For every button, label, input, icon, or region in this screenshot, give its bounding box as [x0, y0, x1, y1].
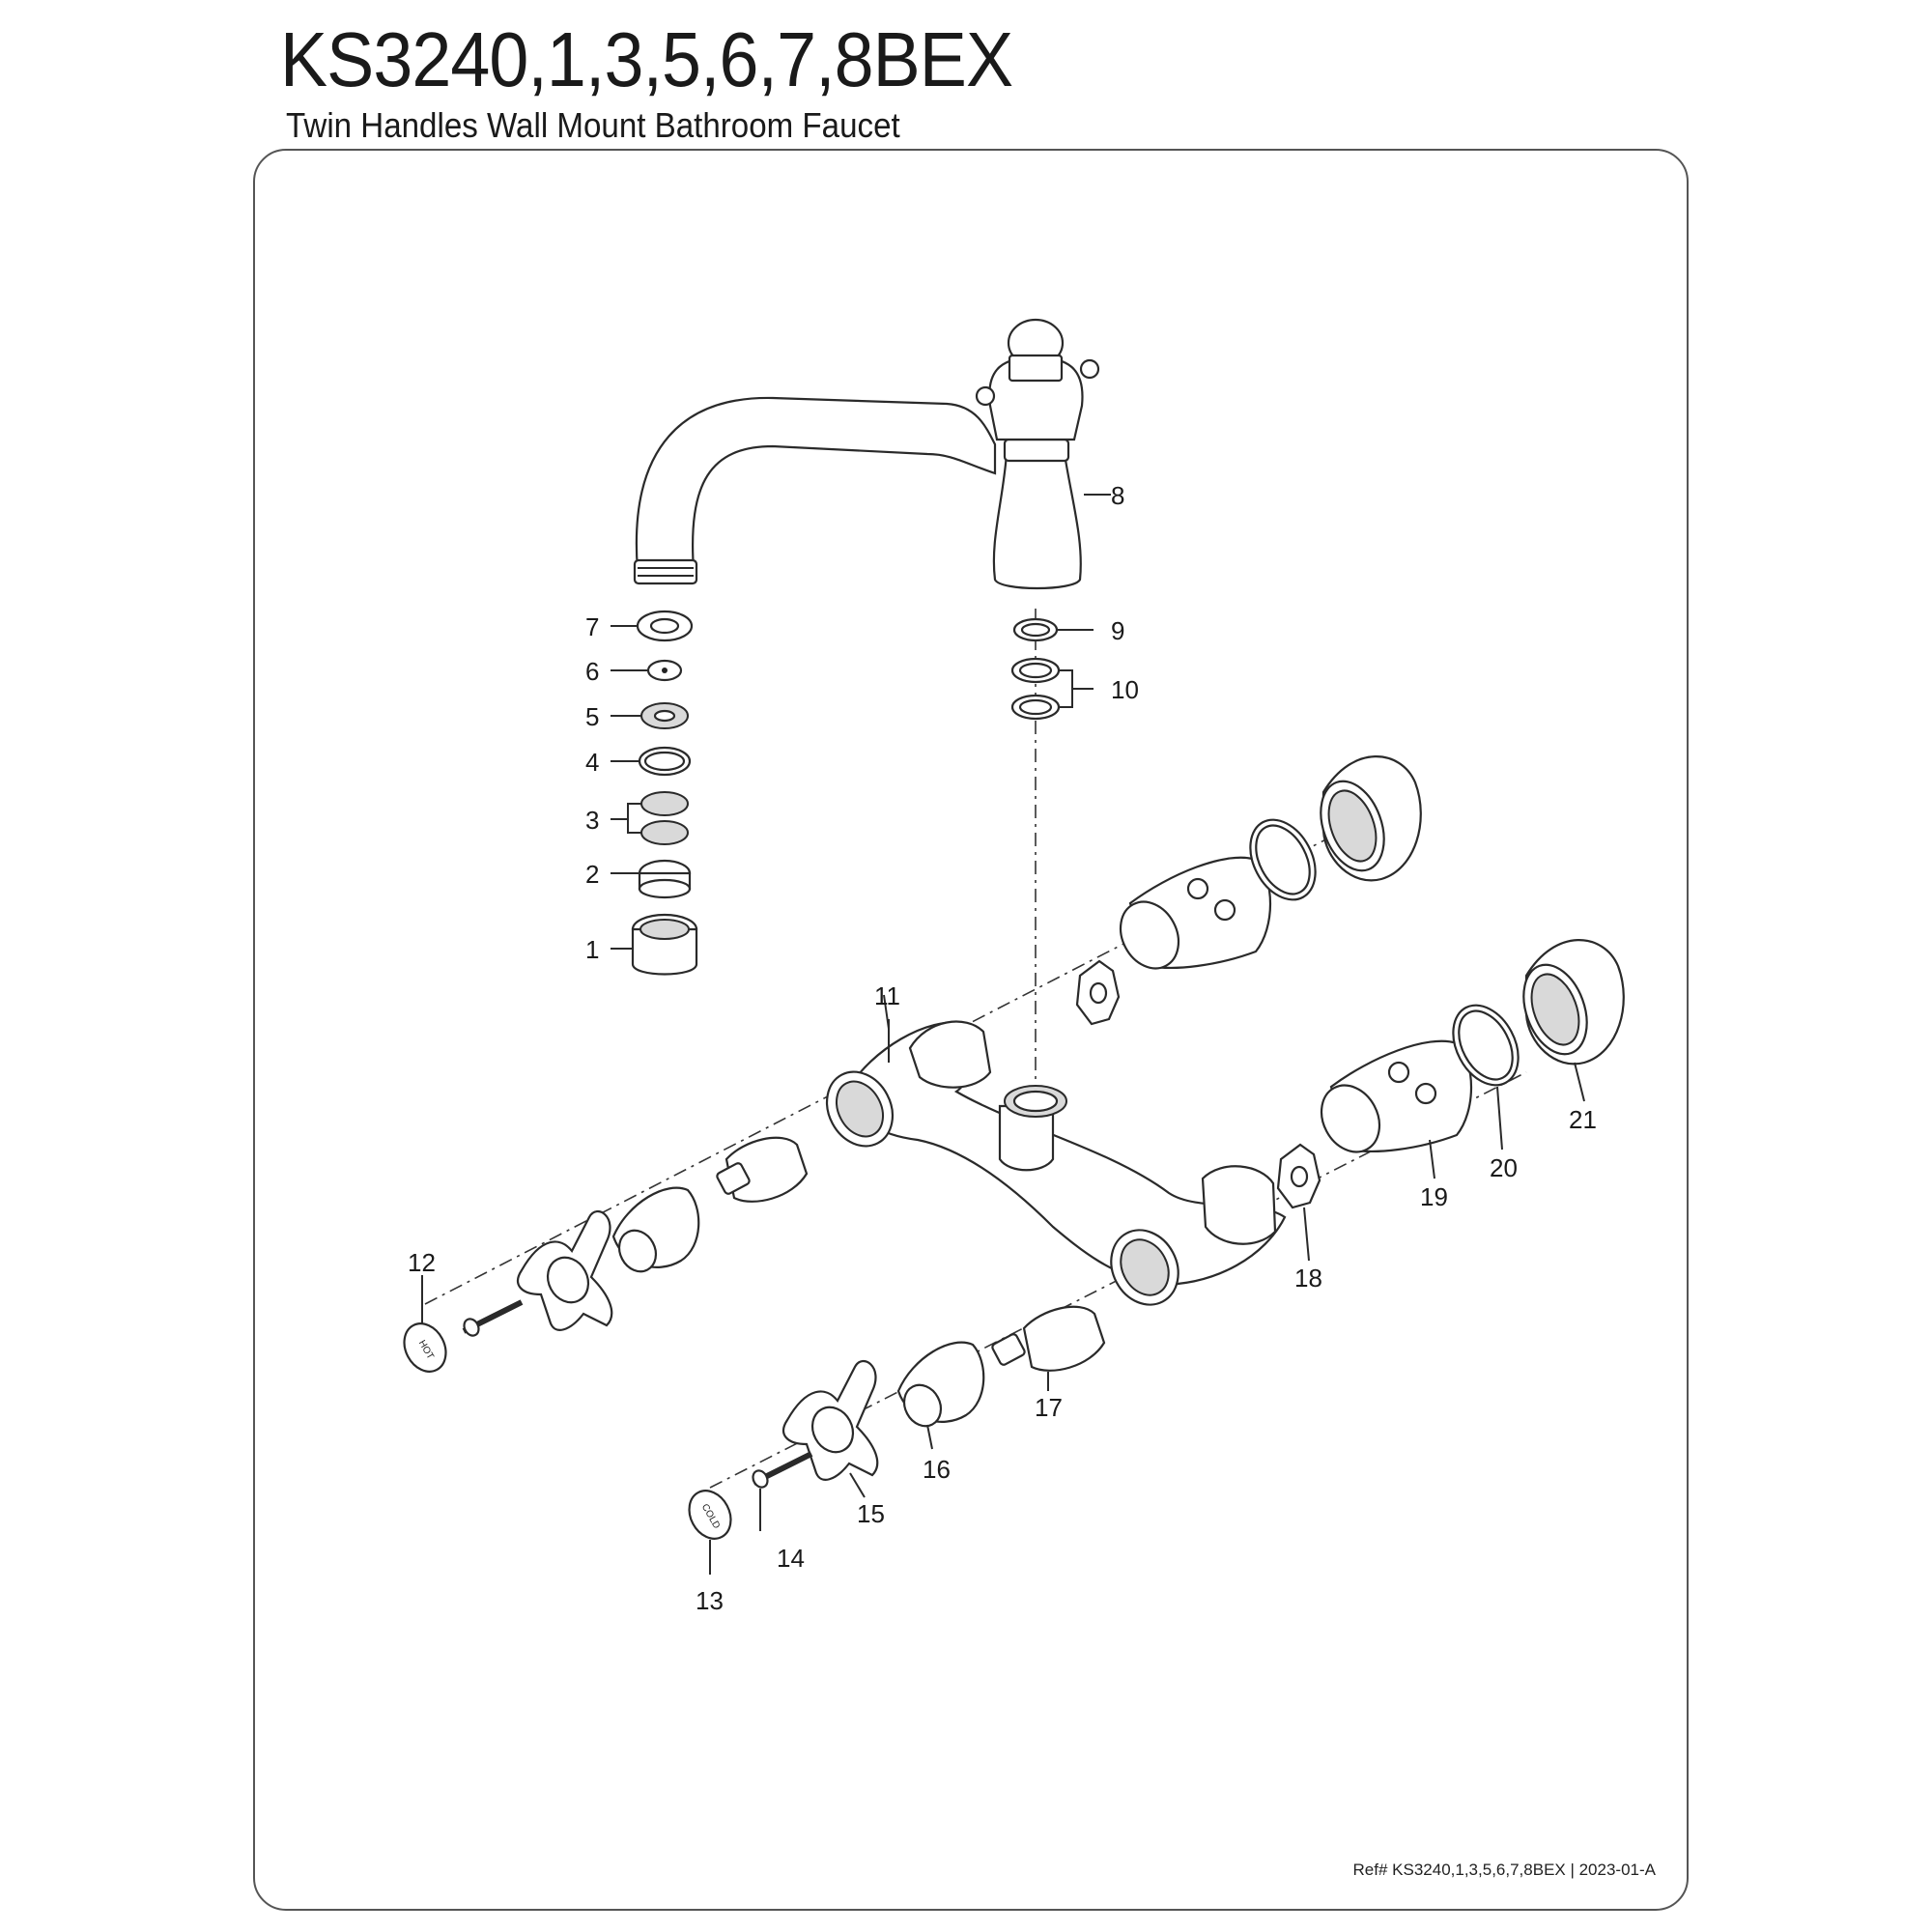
diagram-frame — [253, 149, 1689, 1911]
callout-6: 6 — [585, 657, 599, 686]
callout-18: 18 — [1294, 1264, 1322, 1293]
faucet-body — [825, 994, 1287, 1306]
callout-16: 16 — [923, 1455, 951, 1484]
callout-7: 7 — [585, 612, 599, 641]
callout-21: 21 — [1569, 1105, 1597, 1134]
callout-14: 14 — [777, 1544, 805, 1573]
callout-5: 5 — [585, 702, 599, 731]
callout-10: 10 — [1111, 675, 1139, 704]
leader-lines — [421, 625, 1585, 1575]
reference-number: Ref# KS3240,1,3,5,6,7,8BEX | 2023-01-A — [1352, 1861, 1656, 1879]
callout-15: 15 — [857, 1499, 885, 1528]
page-title: KS3240,1,3,5,6,7,8BEX — [280, 16, 1013, 102]
callout-8: 8 — [1111, 481, 1124, 510]
callout-20: 20 — [1490, 1153, 1518, 1182]
upper-supply-assembly — [1075, 755, 1422, 1026]
callout-3: 3 — [585, 806, 599, 835]
callout-13: 13 — [696, 1586, 724, 1615]
callout-labels: 7 6 5 4 3 2 1 8 9 10 11 12 13 14 15 16 1… — [408, 481, 1597, 1615]
callout-9: 9 — [1111, 616, 1124, 645]
callout-19: 19 — [1420, 1182, 1448, 1211]
callout-1: 1 — [585, 935, 599, 964]
hot-side-assembly: HOT — [403, 1136, 809, 1373]
aerator-stack — [631, 610, 698, 976]
lower-supply-assembly — [1276, 939, 1625, 1209]
cold-side-assembly: COLD — [688, 1305, 1106, 1540]
callout-2: 2 — [585, 860, 599, 889]
page-subtitle: Twin Handles Wall Mount Bathroom Faucet — [286, 105, 900, 145]
callout-17: 17 — [1035, 1393, 1063, 1422]
callout-12: 12 — [408, 1248, 436, 1277]
callout-4: 4 — [585, 748, 599, 777]
spout-o-rings — [1010, 617, 1061, 721]
spout-body — [633, 318, 1111, 590]
callout-11: 11 — [874, 981, 900, 1010]
